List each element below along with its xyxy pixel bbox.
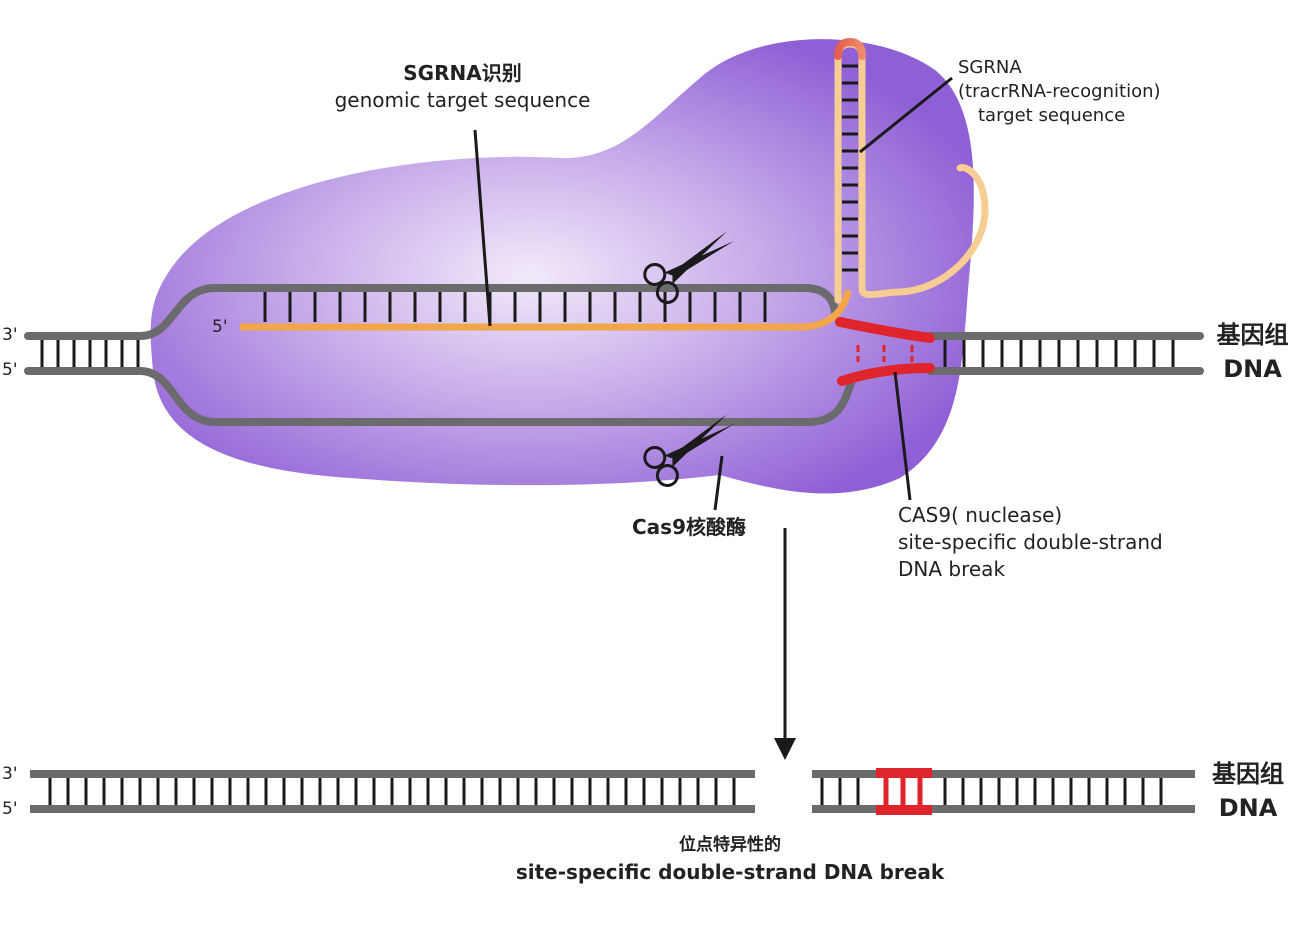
cut-site	[835, 317, 935, 386]
genomic-dna-top-cn: 基因组	[1216, 321, 1289, 349]
genomic-dna-bottom-cn: 基因组	[1212, 760, 1284, 788]
top-strand-lower	[24, 367, 856, 426]
right-duplex-rungs	[943, 340, 1175, 367]
cas9-enzyme-label: Cas9核酸酶	[632, 515, 746, 539]
sgrna-tracr-target: target sequence	[978, 105, 1126, 126]
sgrna-stem-loop	[834, 37, 989, 304]
scissors-icon	[643, 414, 734, 487]
genomic-dna-top-en: DNA	[1223, 355, 1282, 383]
sgrna-tracr-subtitle: (tracrRNA-recognition)	[958, 81, 1161, 102]
top-dna-strands	[24, 284, 1204, 426]
sgrna-recognition-label: SGRNA识别 genomic target sequence	[300, 60, 625, 114]
sgrna-tracr-label: SGRNA (tracrRNA-recognition) target sequ…	[958, 56, 1161, 128]
cas9-nuclease-title: CAS9( nuclease)	[898, 503, 1063, 527]
cas9-nuclease-desc-2: DNA break	[898, 557, 1006, 581]
bottom-cut-site	[876, 768, 932, 815]
bottom-caption-en: site-specific double-strand DNA break	[515, 860, 945, 884]
genomic-dna-top-label: 基因组 DNA	[1205, 318, 1300, 386]
sgrna-recognition-subtitle: genomic target sequence	[334, 88, 591, 112]
cas9-protein	[150, 39, 974, 494]
top-strand-upper	[24, 284, 839, 340]
leader-lines	[473, 76, 953, 511]
arrow-down-icon	[774, 528, 796, 760]
guide-rna-strand	[240, 289, 852, 331]
top-three-prime-label: 3'	[2, 325, 18, 345]
loop-tip	[834, 37, 866, 60]
bottom-five-prime-label: 5'	[2, 799, 18, 819]
scissors-icon	[643, 231, 734, 304]
bottom-dna	[30, 768, 1195, 815]
guide-dna-rungs	[263, 292, 767, 322]
bottom-caption: 位点特异性的 site-specific double-strand DNA b…	[480, 832, 980, 886]
bottom-three-prime-label: 3'	[2, 764, 18, 784]
sgrna-recognition-title: SGRNA识别	[403, 61, 522, 85]
cas9-nuclease-label: CAS9( nuclease) site-specific double-str…	[898, 502, 1163, 583]
top-five-prime-label: 5'	[2, 360, 18, 380]
rna-five-prime-label: 5'	[212, 317, 228, 337]
left-duplex-rungs	[40, 340, 140, 367]
bottom-caption-cn: 位点特异性的	[679, 835, 781, 855]
cas9-nuclease-desc: site-specific double-strand	[898, 530, 1163, 554]
genomic-dna-bottom-en: DNA	[1218, 794, 1278, 822]
genomic-dna-bottom-label: 基因组 DNA	[1198, 757, 1298, 825]
sgrna-tracr-title: SGRNA	[958, 57, 1022, 78]
